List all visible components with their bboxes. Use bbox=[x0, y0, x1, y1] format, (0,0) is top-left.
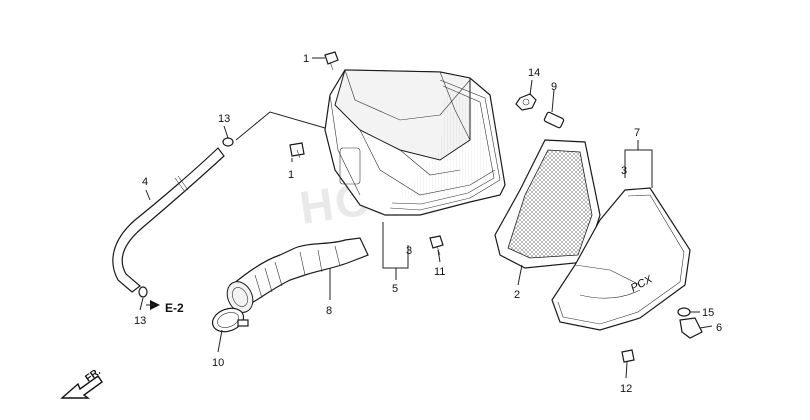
front-direction-arrow bbox=[60, 375, 103, 399]
bolt-lower bbox=[289, 142, 305, 159]
callout-1-upper: 1 bbox=[303, 53, 309, 65]
nut-14 bbox=[515, 93, 537, 111]
callout-13-upper: 13 bbox=[218, 113, 230, 125]
callout-14: 14 bbox=[528, 67, 540, 79]
callout-10: 10 bbox=[212, 357, 224, 369]
reference-arrow bbox=[146, 300, 160, 310]
breather-hose bbox=[112, 147, 225, 293]
air-cleaner-case bbox=[324, 69, 506, 216]
clip-lower bbox=[138, 286, 148, 298]
air-filter-element bbox=[494, 139, 601, 269]
callout-9: 9 bbox=[551, 81, 557, 93]
screw-12 bbox=[621, 349, 635, 363]
callout-8: 8 bbox=[326, 305, 332, 317]
tube-band bbox=[211, 307, 249, 333]
callout-3-case: 3 bbox=[406, 245, 412, 257]
leader-lines bbox=[139, 57, 713, 379]
clip-6 bbox=[679, 317, 703, 339]
callout-13-lower: 13 bbox=[134, 315, 146, 327]
callout-5: 5 bbox=[392, 283, 398, 295]
bolt-upper bbox=[324, 51, 339, 71]
washer-15 bbox=[677, 307, 691, 317]
callout-15: 15 bbox=[702, 307, 714, 319]
callout-12: 12 bbox=[620, 383, 632, 395]
air-cleaner-cover: PCX bbox=[551, 187, 691, 331]
reference-e2: E-2 bbox=[165, 301, 184, 315]
bolt-11 bbox=[429, 235, 444, 256]
drain-plug-9 bbox=[543, 111, 565, 129]
connecting-tube bbox=[226, 237, 369, 313]
callout-1-lower: 1 bbox=[288, 169, 294, 181]
callout-2: 2 bbox=[514, 289, 520, 301]
callout-3-cover: 3 bbox=[621, 165, 627, 177]
callout-11: 11 bbox=[434, 266, 445, 278]
callout-4: 4 bbox=[142, 176, 148, 188]
callout-7: 7 bbox=[634, 127, 640, 139]
callout-6: 6 bbox=[716, 322, 722, 334]
clip-upper bbox=[222, 137, 234, 147]
